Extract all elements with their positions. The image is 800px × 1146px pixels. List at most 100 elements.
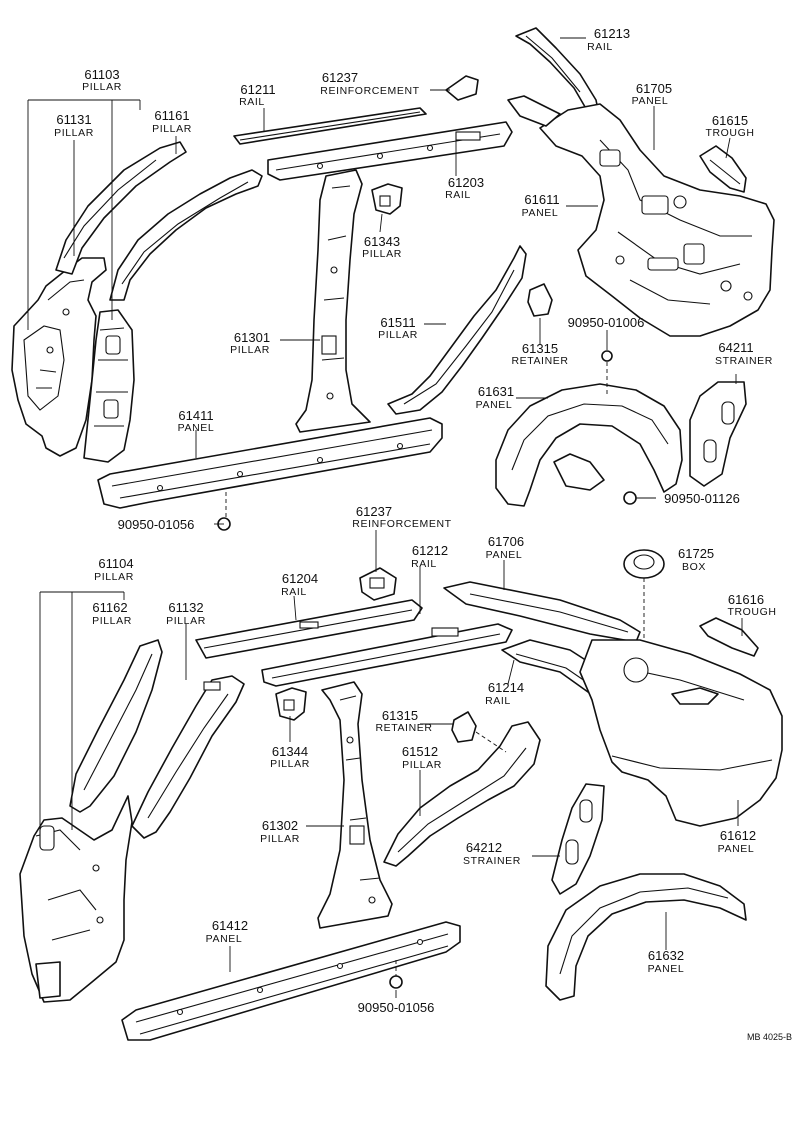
svg-text:90950-01056: 90950-01056 [358, 1000, 435, 1015]
trough-61615-shape [699, 145, 747, 193]
svg-text:REINFORCEMENT: REINFORCEMENT [320, 85, 419, 97]
pillar-61301-shape [295, 169, 371, 433]
front-pillar-lower-upper [11, 257, 107, 457]
rocker-panel-61412-shape [121, 921, 461, 1041]
svg-text:61211: 61211 [240, 82, 275, 97]
label-61103: 61103 PILLAR [82, 67, 122, 93]
quarter-panel-61612-shape [579, 639, 783, 827]
retainer-61315-upper-shape [527, 283, 553, 317]
svg-text:RAIL: RAIL [239, 96, 265, 108]
svg-text:61631: 61631 [478, 384, 514, 399]
label-61237-lower: 61237 REINFORCEMENT [352, 504, 451, 530]
label-61315-upper: 61315 RETAINER [511, 341, 568, 367]
pillar-61302-shape [317, 681, 393, 929]
svg-text:61615: 61615 [712, 113, 748, 128]
svg-text:PILLAR: PILLAR [402, 759, 442, 771]
svg-text:61237: 61237 [356, 504, 392, 519]
label-61344: 61344 PILLAR [270, 744, 310, 770]
pillar-61344-shape [275, 687, 307, 721]
clip-90950-01126-shape [623, 491, 637, 505]
wheelhouse-panel-61631-shape [495, 383, 683, 507]
label-61302: 61302 PILLAR [260, 818, 300, 845]
svg-text:61103: 61103 [84, 67, 119, 82]
label-61213: 61213 RAIL [587, 26, 630, 53]
svg-text:PILLAR: PILLAR [166, 615, 206, 627]
label-90950-01056-upper: 90950-01056 [118, 517, 195, 532]
label-61301: 61301 PILLAR [230, 330, 270, 356]
pillar-61132-shape [131, 675, 245, 839]
svg-text:61632: 61632 [648, 948, 684, 963]
pillar-61511-shape [387, 245, 527, 415]
box-61725-shape [623, 549, 665, 579]
trough-61616-shape [699, 617, 759, 657]
label-64212: 64212 STRAINER [463, 840, 521, 867]
svg-text:PILLAR: PILLAR [82, 81, 122, 93]
label-61161: 61161 PILLAR [152, 108, 191, 135]
svg-text:RETAINER: RETAINER [511, 355, 568, 367]
svg-text:TROUGH: TROUGH [727, 606, 776, 618]
retainer-61315-lower-shape [451, 711, 477, 743]
svg-text:PANEL: PANEL [648, 963, 685, 975]
strainer-64211-shape [689, 381, 747, 487]
svg-text:BOX: BOX [682, 561, 706, 573]
strainer-64212-shape [551, 783, 605, 895]
clip-90950-01056-lower-shape [389, 975, 403, 989]
clip-90950-01006-shape [601, 350, 613, 362]
svg-text:RAIL: RAIL [587, 41, 613, 53]
label-64211: 64211 STRAINER [715, 340, 772, 367]
svg-text:61302: 61302 [262, 818, 298, 833]
label-61315-lower: 61315 RETAINER [375, 708, 432, 734]
label-61631: 61631 PANEL [476, 384, 514, 411]
svg-text:RAIL: RAIL [485, 695, 511, 707]
svg-text:61237: 61237 [322, 70, 358, 85]
svg-text:61212: 61212 [412, 543, 448, 558]
svg-text:61162: 61162 [92, 600, 127, 615]
svg-text:PILLAR: PILLAR [270, 758, 310, 770]
svg-text:61315: 61315 [382, 708, 418, 723]
label-61412: 61412 PANEL [206, 918, 248, 945]
label-61615: 61615 TROUGH [705, 113, 754, 139]
label-90950-01006: 90950-01006 [568, 315, 645, 330]
svg-text:PILLAR: PILLAR [54, 127, 94, 139]
reinforcement-61237-lower-shape [359, 567, 397, 601]
svg-text:64211: 64211 [718, 340, 753, 355]
svg-text:PILLAR: PILLAR [362, 248, 402, 260]
svg-text:61204: 61204 [282, 571, 318, 586]
label-61612: 61612 PANEL [718, 828, 756, 855]
rocker-panel-61411-shape [97, 417, 443, 509]
label-61204: 61204 RAIL [281, 571, 318, 598]
label-61237-upper: 61237 REINFORCEMENT [320, 70, 419, 97]
quarter-inner-panel-61611-shape [507, 95, 775, 337]
pillar-61131-shape [55, 141, 187, 275]
label-61211: 61211 RAIL [239, 82, 275, 108]
label-90950-01056-lower: 90950-01056 [358, 1000, 435, 1015]
label-61616: 61616 TROUGH [727, 592, 776, 618]
svg-text:RAIL: RAIL [445, 189, 471, 201]
svg-text:61725: 61725 [678, 546, 714, 561]
svg-text:REINFORCEMENT: REINFORCEMENT [352, 518, 451, 530]
svg-text:PILLAR: PILLAR [260, 833, 300, 845]
diagram-code: MB 4025-B [747, 1032, 792, 1042]
label-61214: 61214 RAIL [485, 680, 524, 707]
svg-text:RETAINER: RETAINER [375, 722, 432, 734]
leader-lines [27, 37, 743, 998]
svg-text:STRAINER: STRAINER [463, 855, 521, 867]
svg-text:61512: 61512 [402, 744, 438, 759]
label-61411: 61411 PANEL [178, 408, 214, 434]
svg-text:61203: 61203 [448, 175, 484, 190]
svg-text:PANEL: PANEL [632, 95, 669, 107]
svg-text:61301: 61301 [234, 330, 270, 345]
svg-text:RAIL: RAIL [411, 558, 437, 570]
svg-text:61612: 61612 [720, 828, 756, 843]
label-61632: 61632 PANEL [648, 948, 685, 975]
svg-text:61412: 61412 [212, 918, 248, 933]
svg-text:61161: 61161 [154, 108, 189, 123]
rail-61211-shape [233, 107, 427, 145]
pillar-61162-shape [69, 639, 163, 813]
rail-61204-shape [195, 599, 423, 659]
svg-text:PANEL: PANEL [476, 399, 513, 411]
svg-text:61705: 61705 [636, 81, 672, 96]
label-61132: 61132 PILLAR [166, 600, 206, 627]
svg-text:61104: 61104 [98, 556, 133, 571]
svg-text:PILLAR: PILLAR [92, 615, 132, 627]
